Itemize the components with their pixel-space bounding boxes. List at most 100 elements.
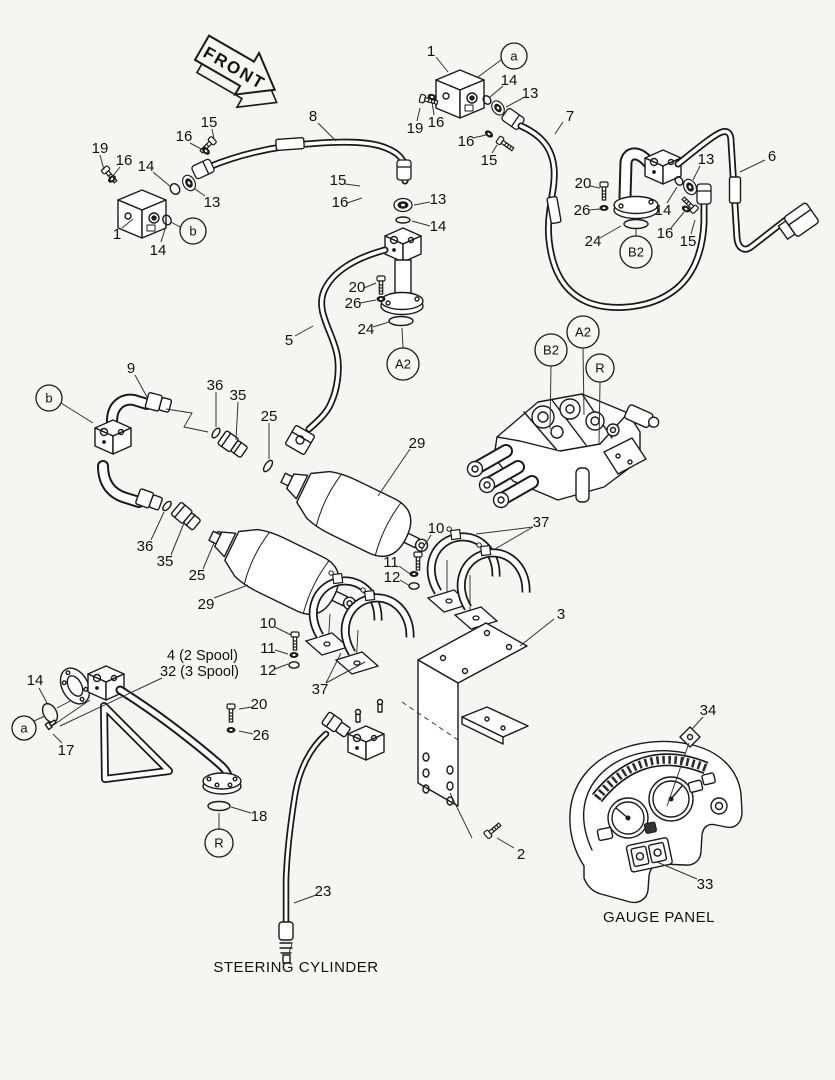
port-label-a: a [510, 49, 518, 64]
port-label-A2: A2 [395, 357, 411, 372]
leader-line [150, 511, 165, 541]
leader-line [420, 534, 432, 552]
part-callout-26: 26 [345, 295, 362, 312]
part-callout-36: 36 [207, 377, 224, 394]
adapter-35-lower [170, 501, 201, 531]
part-callout-14: 14 [138, 158, 155, 175]
part-callout-14: 14 [501, 72, 518, 89]
port-label-circle-A2 [386, 347, 420, 381]
part-callout-8: 8 [309, 108, 317, 125]
port-label-circle-b [35, 384, 63, 412]
part-callout-36: 36 [137, 538, 154, 555]
leader-line [346, 197, 363, 204]
part-callout-29: 29 [409, 435, 426, 452]
control-valve [466, 393, 660, 509]
part-callout-15: 15 [481, 152, 498, 169]
leader-line [598, 381, 601, 445]
part-callout-24: 24 [358, 321, 375, 338]
leader-line [33, 715, 46, 722]
hose-6-end-fitting [777, 202, 819, 240]
leader-line [589, 185, 601, 189]
port-label-circle-B2 [534, 333, 568, 367]
leader-line [549, 365, 552, 430]
part-callout-16: 16 [176, 128, 193, 145]
leader-line [739, 159, 766, 173]
leader-line [160, 225, 167, 243]
gauge-panel [569, 726, 743, 904]
steering-pump-right [418, 69, 526, 154]
part-callout-15: 15 [330, 172, 347, 189]
leader-line [52, 733, 63, 744]
leader-line [691, 716, 704, 730]
leader-line [692, 165, 701, 181]
part-callout-37: 37 [533, 514, 550, 531]
leader-line [170, 522, 185, 556]
leader-line [363, 282, 377, 289]
leader-line [202, 542, 215, 570]
part-callout-13: 13 [522, 85, 539, 102]
steering-cylinder-label: STEERING CYLINDER [213, 959, 378, 976]
part-callout-12: 12 [260, 662, 277, 679]
leader-line [111, 166, 121, 178]
part-callout-2: 2 [517, 846, 525, 863]
part-callout-14: 14 [150, 242, 167, 259]
part-callout-12: 12 [384, 569, 401, 586]
leader-line [588, 208, 601, 211]
part-callout-19: 19 [407, 120, 424, 137]
port-label-B2: B2 [543, 343, 559, 358]
part-callout-16: 16 [332, 194, 349, 211]
port-label-A2: A2 [575, 325, 591, 340]
part-callout-13: 13 [430, 191, 447, 208]
valve-spools [466, 444, 539, 509]
port-label-R: R [595, 361, 604, 376]
port-label-circle-a [500, 42, 528, 70]
leader-lines-layer [38, 56, 766, 904]
part-callout-16: 16 [657, 225, 674, 242]
leader-line [294, 325, 314, 337]
part-callout-9: 9 [127, 360, 135, 377]
part-callout-16: 16 [428, 114, 445, 131]
part-callout-6: 6 [768, 148, 776, 165]
part-callout-11: 11 [383, 554, 399, 571]
leader-line [491, 144, 498, 154]
hose-6 [674, 128, 819, 253]
riser-tube-5-assembly [285, 197, 424, 455]
leader-line [194, 188, 206, 197]
leader-line [411, 220, 431, 227]
leader-line [170, 221, 181, 228]
junction-block [347, 698, 385, 761]
part-callout-16: 16 [458, 133, 475, 150]
leader-line [211, 128, 215, 140]
port-label-circle-a [11, 715, 37, 741]
adapter-35-upper [217, 430, 248, 458]
hose-23-elbow-fitting [321, 711, 351, 738]
leader-line [582, 347, 585, 416]
part-callout-15: 15 [201, 114, 218, 131]
leader-line [599, 225, 622, 239]
leader-line [475, 526, 534, 535]
part-callout-7: 7 [566, 108, 574, 125]
part-callout-10: 10 [260, 615, 277, 632]
leader-line [398, 565, 411, 575]
port-label-b: b [45, 391, 52, 406]
leader-line [359, 299, 377, 304]
part-callout-37: 37 [312, 681, 329, 698]
hose-23 [278, 711, 351, 964]
leader-line [121, 218, 134, 229]
leader-line [274, 663, 289, 670]
leader-line [372, 321, 390, 328]
part-callout-1: 1 [427, 43, 435, 60]
clamp-cluster-upper [408, 518, 528, 630]
leader-line [399, 579, 411, 587]
part-callout-34: 34 [700, 702, 717, 719]
leader-line [505, 97, 524, 108]
spool-note-line1: 4 (2 Spool) [167, 648, 238, 664]
sensor-34 [679, 726, 701, 748]
leader-line [377, 448, 411, 497]
leader-line [431, 101, 435, 116]
leader-line [416, 107, 421, 122]
leader-line [274, 626, 292, 636]
elbow-block-9 [94, 392, 274, 544]
